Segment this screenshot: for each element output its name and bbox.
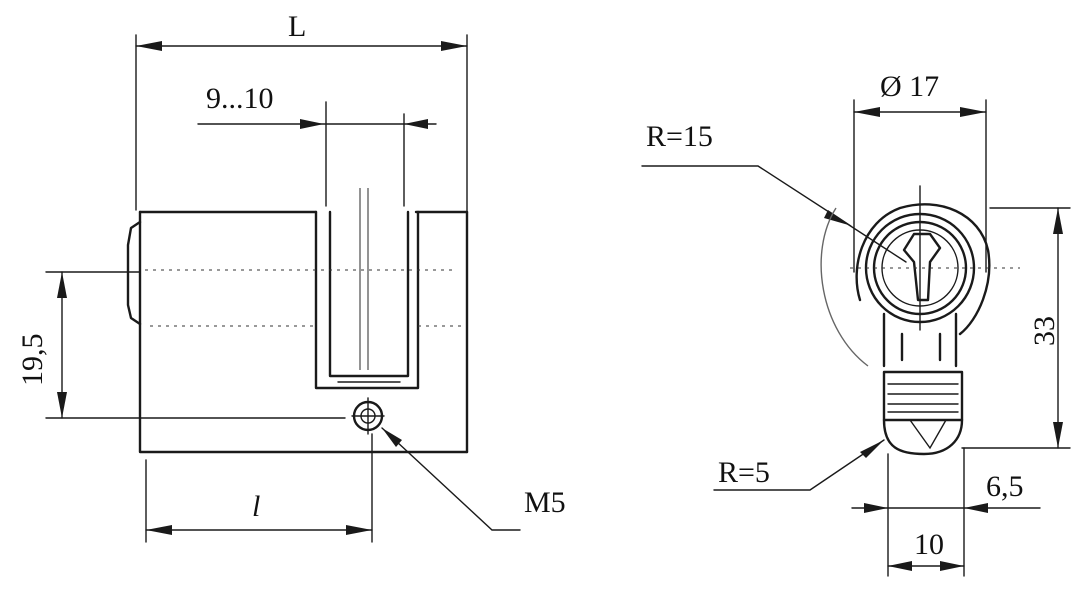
label-overall-length: L	[288, 10, 306, 43]
arrow-width-right	[940, 561, 964, 571]
label-partial-length: l	[252, 490, 260, 523]
arrow-total-height-top	[1053, 208, 1063, 234]
arrow-offset-left	[864, 503, 888, 513]
label-screw: M5	[524, 486, 566, 519]
cam-slot-inner	[328, 210, 410, 378]
arrow-width-left	[888, 561, 912, 571]
keyway	[902, 232, 942, 302]
label-cam-slot: 9...10	[206, 82, 274, 115]
label-diameter: Ø 17	[880, 70, 939, 103]
neck-sides	[882, 312, 958, 368]
arrow-radius-small	[860, 440, 884, 458]
arrow-diameter-left	[854, 107, 880, 117]
body-outline-lower	[138, 210, 469, 454]
arrow-radius-large	[824, 210, 852, 226]
arrow-l-right	[441, 41, 467, 51]
arrow-diameter-right	[960, 107, 986, 117]
leader-screw	[381, 427, 521, 531]
label-width: 10	[914, 528, 944, 561]
arrow-height-bottom	[57, 392, 67, 418]
label-radius-large: R=15	[646, 120, 713, 153]
neck-inner	[900, 332, 942, 362]
bottom-cam-detail	[909, 419, 947, 450]
label-height: 19,5	[16, 334, 49, 387]
housing-top-outline	[855, 203, 991, 336]
leader-radius-large	[641, 165, 907, 263]
side-view: L 9...10 19,5	[16, 10, 566, 543]
arc-radius-large	[820, 207, 869, 367]
arrow-partial-left	[146, 525, 172, 535]
flange-left	[126, 220, 142, 326]
arrow-slot-left	[300, 119, 324, 129]
cam-slot-outer	[314, 210, 420, 390]
arrow-offset-right	[964, 503, 988, 513]
label-total-height: 33	[1028, 316, 1061, 346]
arrow-total-height-bottom	[1053, 422, 1063, 448]
arrow-partial-right	[346, 525, 372, 535]
arrow-slot-right	[404, 119, 428, 129]
arrow-l-left	[136, 41, 162, 51]
bar-housing	[882, 370, 964, 422]
label-offset: 6,5	[986, 470, 1024, 503]
front-view: Ø 17 R=15 33	[641, 70, 1071, 577]
arrow-height-top	[57, 272, 67, 298]
arrow-screw-leader	[382, 428, 402, 447]
leader-radius-small	[713, 439, 885, 491]
bottom-rounded-end	[882, 418, 964, 456]
label-radius-small: R=5	[718, 456, 770, 489]
